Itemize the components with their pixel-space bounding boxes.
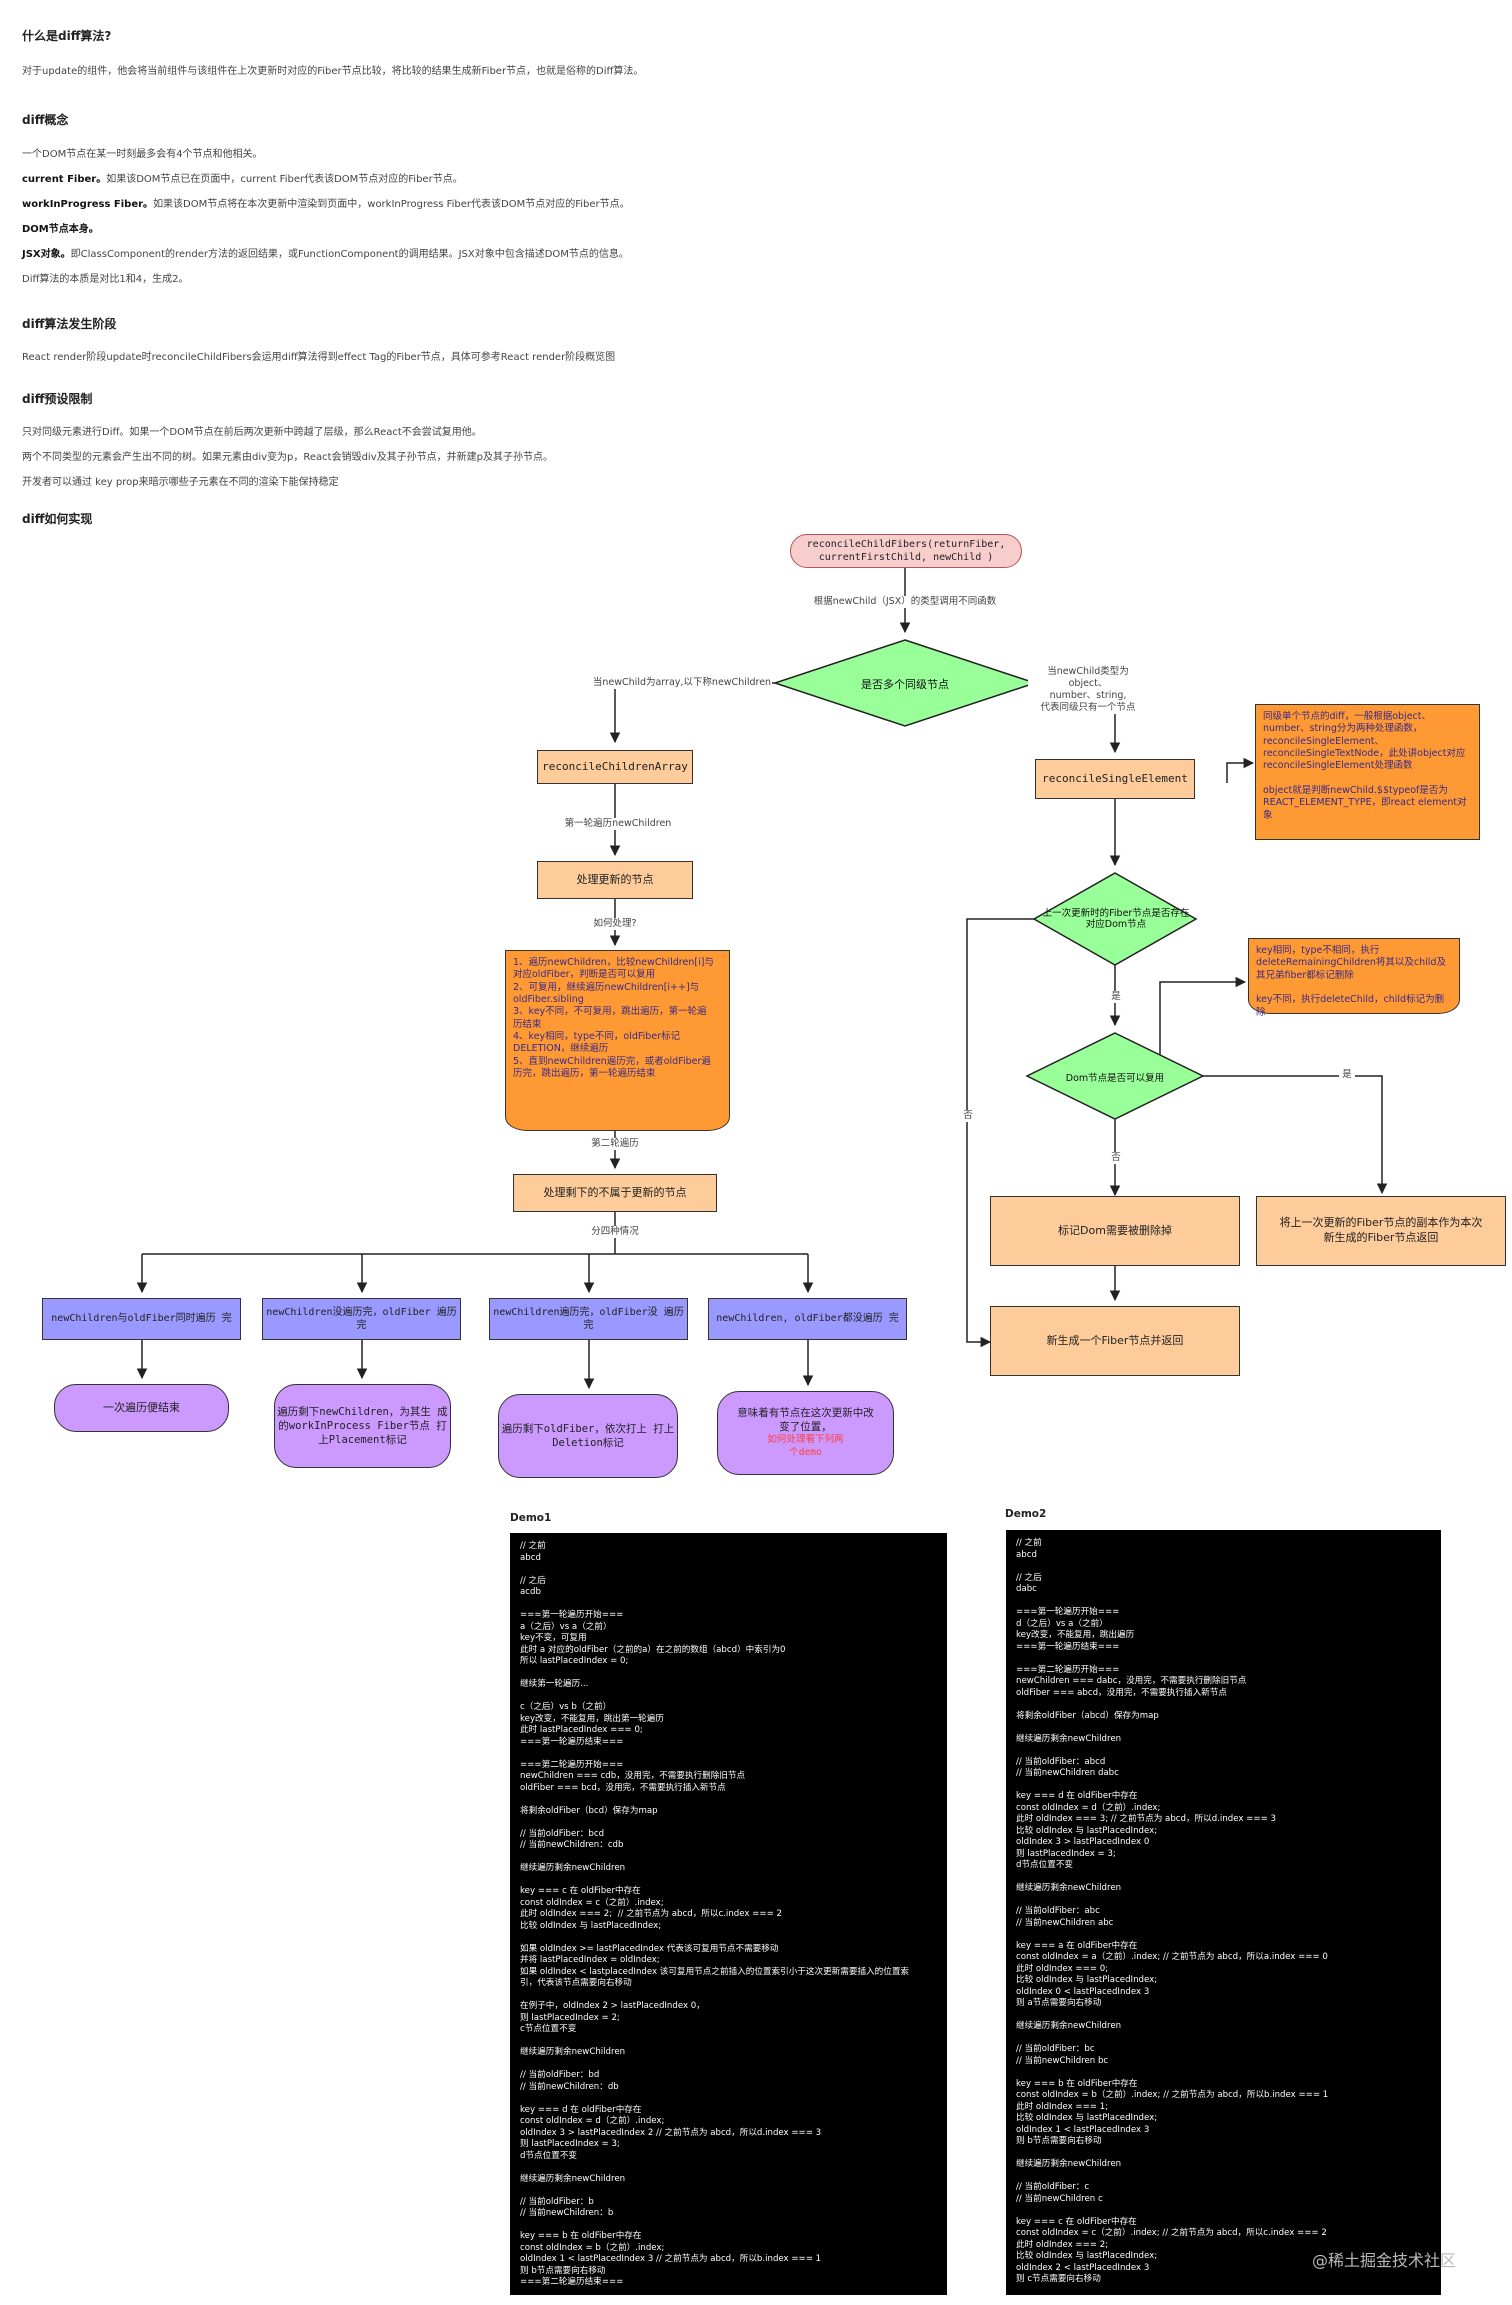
paragraph-wip-fiber: workInProgress Fiber。如果该DOM节点将在本次更新中渲染到页… (22, 195, 630, 210)
edge-label-no: 否 (962, 1110, 974, 1122)
heading-diff-impl: diff如何实现 (22, 512, 93, 526)
edge-label-yes: 是 (1339, 1069, 1355, 1081)
node-case-new-remaining: newChildren没遍历完，oldFiber 遍历完 (262, 1298, 461, 1340)
edge-label-four-cases: 分四种情况 (585, 1226, 645, 1238)
node-new-fiber: 新生成一个Fiber节点并返回 (990, 1306, 1240, 1376)
demo1-code: // 之前 abcd // 之后 acdb ===第一轮遍历开始=== a（之后… (510, 1533, 947, 2295)
edge-label-no: 否 (1109, 1152, 1123, 1164)
term: JSX对象。 (22, 249, 71, 260)
node-result-placement: 遍历剩下newChildren，为其生 成的workInProcess Fibe… (274, 1384, 451, 1468)
node-reconcile-single-element: reconcileSingleElement (1035, 759, 1195, 799)
flow-connectors (136, 568, 1388, 1390)
term: DOM节点本身。 (22, 224, 99, 235)
term: workInProgress Fiber。 (22, 199, 154, 210)
node-result-done: 一次遍历便结束 (54, 1384, 229, 1432)
node-result-deletion: 遍历剩下oldFiber，依次打上 打上Deletion标记 (498, 1394, 678, 1478)
edge-label-how: 如何处理? (575, 918, 655, 930)
node-mark-delete: 标记Dom需要被删除掉 (990, 1196, 1240, 1266)
paragraph-current-fiber: current Fiber。如果该DOM节点已在页面中，current Fibe… (22, 170, 463, 185)
node-reconcile-child-fibers: reconcileChildFibers(returnFiber, curren… (790, 534, 1022, 568)
paragraph: React render阶段update时reconcileChildFiber… (22, 352, 616, 363)
note-first-pass-rules: 1、遍历newChildren，比较newChildren[i]与 对应oldF… (505, 950, 730, 1131)
node-process-remaining: 处理剩下的不属于更新的节点 (513, 1174, 717, 1212)
node-process-updated: 处理更新的节点 (537, 861, 693, 899)
result-moved-link[interactable]: 如何处理看下列两 个demo (767, 1434, 844, 1459)
node-result-moved: 意味着有节点在这次更新中改 变了位置， 如何处理看下列两 个demo (717, 1391, 894, 1475)
decision-label-reusable: Dom节点是否可以复用 (1065, 1073, 1165, 1084)
desc: 如果该DOM节点已在页面中，current Fiber代表该DOM节点对应的Fi… (106, 174, 463, 185)
decision-label-exists: 上一次更新时的Fiber节点是否存在 对应Dom节点 (1042, 908, 1190, 931)
demo2-title: Demo2 (1005, 1508, 1047, 1520)
note-key-rules: key相同，type不相同，执行 deleteRemainingChildren… (1248, 938, 1460, 1018)
desc: 即ClassComponent的render方法的返回结果，或FunctionC… (70, 249, 629, 260)
node-reconcile-children-array: reconcileChildrenArray (537, 750, 693, 784)
node-case-old-remaining: newChildren遍历完，oldFiber没 遍历完 (489, 1298, 688, 1340)
diff-flowchart: reconcileChildFibers(returnFiber, curren… (0, 520, 1512, 1480)
node-case-both-done: newChildren与oldFiber同时遍历 完 (42, 1298, 241, 1340)
edge-label-array: 当newChild为array,以下称newChildren (592, 677, 772, 689)
paragraph-dom-node: DOM节点本身。 (22, 220, 99, 235)
heading-diff-concept: diff概念 (22, 113, 69, 127)
paragraph: 对于update的组件，他会将当前组件与该组件在上次更新时对应的Fiber节点比… (22, 66, 644, 77)
desc: 如果该DOM节点将在本次更新中渲染到页面中，workInProgress Fib… (153, 199, 630, 210)
heading-what-is-diff: 什么是diff算法? (22, 29, 112, 43)
paragraph: 只对同级元素进行Diff。如果一个DOM节点在前后两次更新中跨越了层级，那么Re… (22, 427, 482, 438)
decision-multi-sibling (772, 639, 1038, 727)
term: current Fiber。 (22, 174, 107, 185)
demo2-code: // 之前 abcd // 之后 dabc ===第一轮遍历开始=== d（之后… (1006, 1530, 1441, 2295)
paragraph-jsx: JSX对象。即ClassComponent的render方法的返回结果，或Fun… (22, 245, 629, 260)
demo1-title: Demo1 (510, 1512, 552, 1524)
edge-label-first-pass: 第一轮遍历newChildren (548, 818, 688, 830)
decision-label-multi: 是否多个同级节点 (861, 678, 949, 691)
watermark: @稀土掘金技术社区 (1312, 2251, 1457, 2270)
paragraph: 两个不同类型的元素会产生出不同的树。如果元素由div变为p，React会销毁di… (22, 452, 553, 463)
paragraph: 一个DOM节点在某一时刻最多会有4个节点和他相关。 (22, 149, 263, 160)
paragraph: Diff算法的本质是对比1和4，生成2。 (22, 274, 189, 285)
heading-diff-phase: diff算法发生阶段 (22, 317, 117, 331)
edge-label-second-pass: 第二轮遍历 (578, 1138, 652, 1150)
paragraph: 开发者可以通过 key prop来暗示哪些子元素在不同的渲染下能保持稳定 (22, 477, 339, 488)
node-case-both-remaining: newChildren, oldFiber都没遍历 完 (708, 1298, 907, 1340)
edge-label-single: 当newChild类型为object、 number、string, 代表同级只… (1028, 666, 1148, 714)
edge-label-yes: 是 (1109, 991, 1123, 1003)
note-single-node: 同级单个节点的diff，一般根据object、 number、string分为两… (1255, 704, 1480, 840)
result-moved-text: 意味着有节点在这次更新中改 变了位置， (737, 1407, 874, 1434)
node-copy-fiber: 将上一次更新的Fiber节点的副本作为本次 新生成的Fiber节点返回 (1256, 1196, 1506, 1266)
edge-label-jsx-type: 根据newChild（JSX）的类型调用不同函数 (800, 596, 1010, 608)
heading-diff-limits: diff预设限制 (22, 392, 93, 406)
